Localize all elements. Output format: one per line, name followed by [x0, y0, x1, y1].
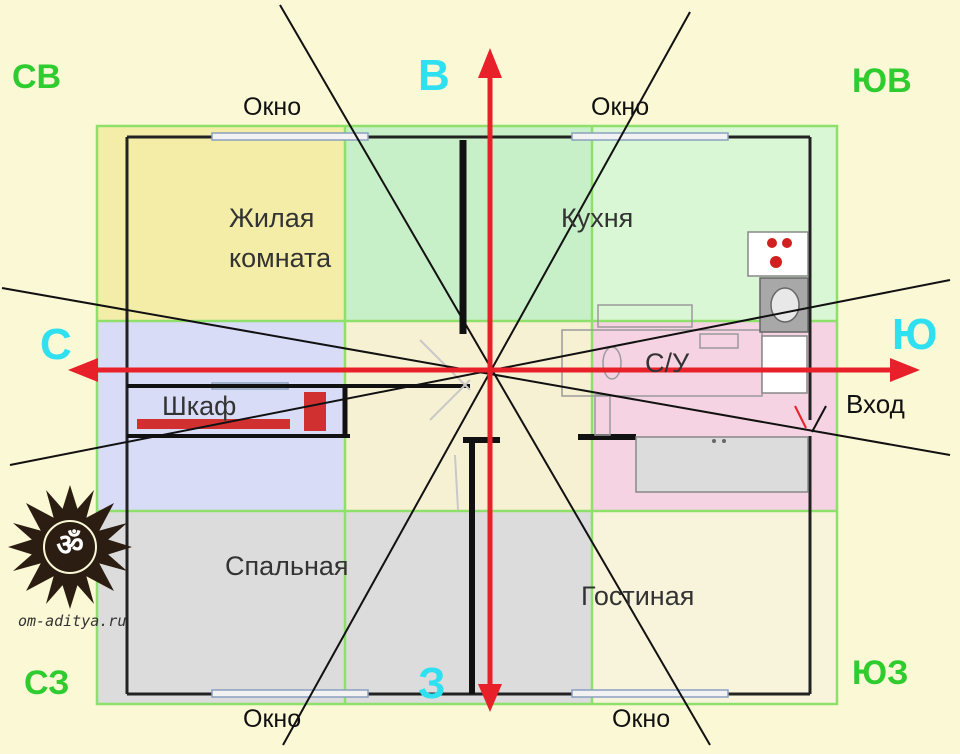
- entrance-door: [811, 405, 827, 433]
- label-east: В: [418, 51, 450, 100]
- center-marks: [419, 339, 471, 511]
- entrance-label: Вход: [846, 389, 905, 419]
- window-top-left: [211, 132, 369, 141]
- zone-north: [97, 321, 345, 511]
- room-bathroom: С/У: [645, 348, 690, 378]
- room-kitchen: Кухня: [561, 203, 634, 233]
- compass-axes: [68, 48, 920, 712]
- closet-block: [304, 392, 326, 431]
- label-northeast: СВ: [12, 58, 62, 96]
- window-label-bottom-right: Окно: [612, 705, 671, 733]
- label-southwest: ЮЗ: [852, 654, 909, 692]
- logo-site-text: om-aditya.ru: [18, 612, 127, 630]
- label-north: С: [40, 320, 72, 369]
- zone-east: [345, 126, 592, 321]
- zone-west: [345, 511, 592, 704]
- room-living-room-line2: комната: [229, 243, 332, 273]
- zone-grid: [95, 124, 839, 706]
- label-southeast: ЮВ: [852, 62, 912, 100]
- window-label-bottom-left: Окно: [243, 705, 302, 733]
- entrance-door-swing: [794, 405, 807, 429]
- window-bottom-left: [211, 689, 369, 698]
- zone-southwest: [592, 511, 837, 704]
- zone-northeast: [97, 126, 345, 321]
- label-northwest: СЗ: [24, 664, 70, 702]
- kitchen-fixtures: [635, 231, 809, 493]
- room-living-room-line1: Жилая: [229, 203, 315, 233]
- window-top-right: [571, 132, 729, 141]
- window-bottom-right: [571, 689, 729, 698]
- window-label-top-right: Окно: [591, 93, 650, 121]
- zone-center: [345, 321, 592, 511]
- window-label-top-left: Окно: [243, 93, 302, 121]
- room-bedroom: Спальная: [225, 551, 349, 581]
- label-south: Ю: [892, 310, 938, 359]
- om-symbol: ॐ: [56, 529, 84, 562]
- om-sun-logo: [8, 485, 132, 609]
- room-closet: Шкаф: [162, 391, 237, 421]
- room-lounge: Гостиная: [581, 581, 695, 611]
- label-west: З: [418, 659, 446, 708]
- zone-northwest: [97, 511, 345, 704]
